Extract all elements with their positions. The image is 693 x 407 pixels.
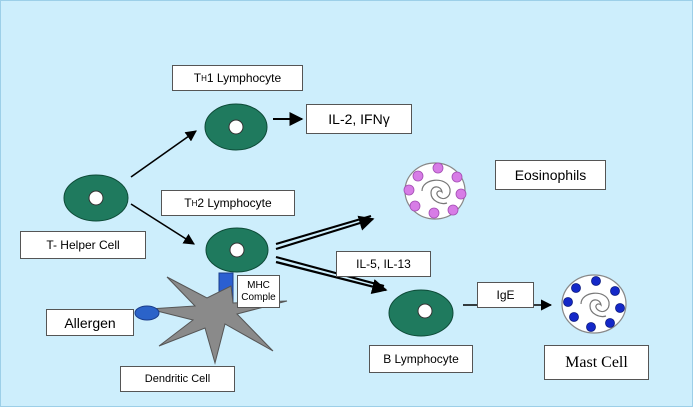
th2-prefix: T bbox=[184, 196, 192, 210]
ige-text: IgE bbox=[496, 288, 515, 302]
mhc-line2: Comple bbox=[241, 291, 276, 303]
eosinophil-cell bbox=[403, 162, 467, 220]
dendritic-cell-text: Dendritic Cell bbox=[144, 373, 211, 385]
th1-prefix: T bbox=[193, 71, 202, 85]
allergen-particle bbox=[134, 305, 160, 321]
mhc-complex-label: MHC Comple bbox=[237, 275, 280, 308]
allergen-label: Allergen bbox=[46, 309, 134, 336]
helper-cell-text: T- Helper Cell bbox=[46, 238, 120, 252]
th2-suffix: 2 Lymphocyte bbox=[197, 196, 272, 210]
b-lymphocyte-text: B Lymphocyte bbox=[383, 352, 459, 366]
mhc-line1: MHC bbox=[247, 279, 270, 291]
mast-cell-label: Mast Cell bbox=[544, 345, 649, 380]
arrow-helper-to-th1 bbox=[130, 130, 197, 178]
arrow-helper-to-th2 bbox=[130, 203, 195, 245]
eosinophils-label: Eosinophils bbox=[495, 160, 606, 190]
th1-subscript: H bbox=[201, 73, 207, 83]
arrow-th2-to-b-lymphocyte bbox=[275, 255, 388, 295]
b-lymphocyte-label: B Lymphocyte bbox=[369, 345, 473, 373]
th1-cell bbox=[204, 103, 268, 151]
mast-cell bbox=[561, 274, 627, 334]
eosinophils-text: Eosinophils bbox=[514, 167, 587, 183]
cytokines-th1-label: IL-2, IFNγ bbox=[306, 104, 412, 134]
il5-il13-text: IL-5, IL-13 bbox=[356, 257, 411, 271]
helper-cell-label: T- Helper Cell bbox=[20, 231, 146, 259]
cytokines-th1-text: IL-2, IFNγ bbox=[328, 111, 390, 127]
th2-subscript: H bbox=[191, 198, 198, 208]
th1-suffix: 1 Lymphocyte bbox=[206, 71, 282, 85]
mast-cell-text: Mast Cell bbox=[565, 353, 628, 371]
th2-cell bbox=[205, 227, 269, 273]
helper-cell bbox=[63, 174, 129, 222]
b-lymphocyte-cell bbox=[388, 289, 454, 337]
allergen-text: Allergen bbox=[64, 314, 116, 331]
dendritic-cell-label: Dendritic Cell bbox=[120, 366, 235, 392]
il5-il13-label: IL-5, IL-13 bbox=[336, 251, 431, 277]
arrow-th2-to-eosinophils bbox=[275, 214, 375, 251]
ige-label: IgE bbox=[477, 282, 534, 308]
